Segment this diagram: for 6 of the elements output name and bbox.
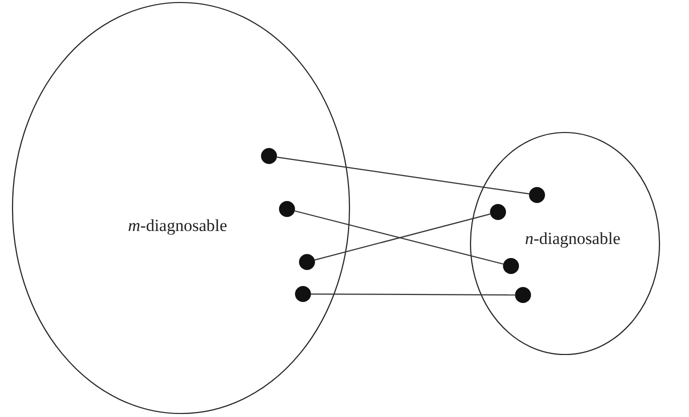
connector-line [276,156,530,194]
set-label: m-diagnosable [128,216,228,236]
set-label: n-diagnosable [525,229,620,249]
connector-line [294,210,504,265]
connector-line [310,293,516,296]
connector-line [314,213,492,261]
